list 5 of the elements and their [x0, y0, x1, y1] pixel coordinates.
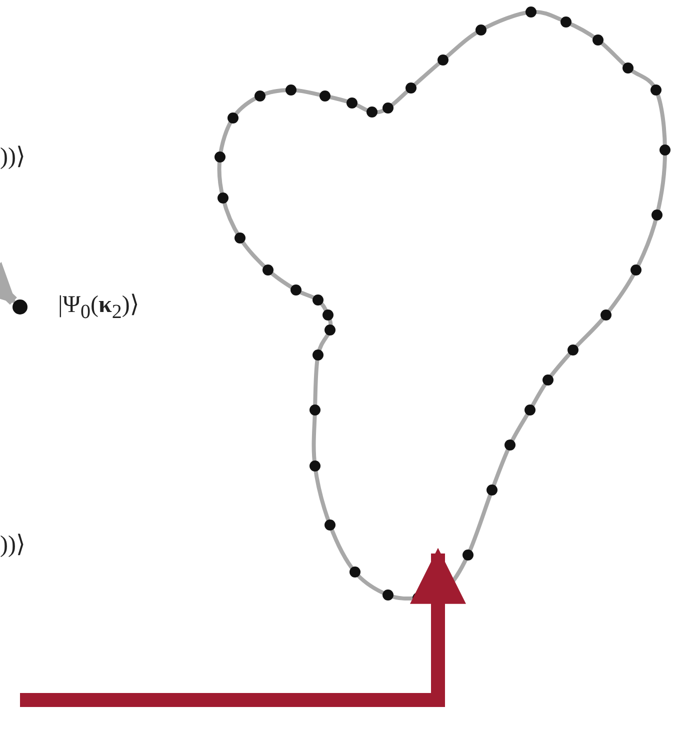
dotted-loop-curve — [214, 6, 670, 604]
state-label: ))⟩ — [0, 145, 26, 169]
state-label: ))⟩ — [0, 533, 26, 557]
arrow — [20, 548, 466, 707]
state-label: |Ψ$_{0}$(κ$_{2}$)⟩ — [58, 293, 140, 322]
